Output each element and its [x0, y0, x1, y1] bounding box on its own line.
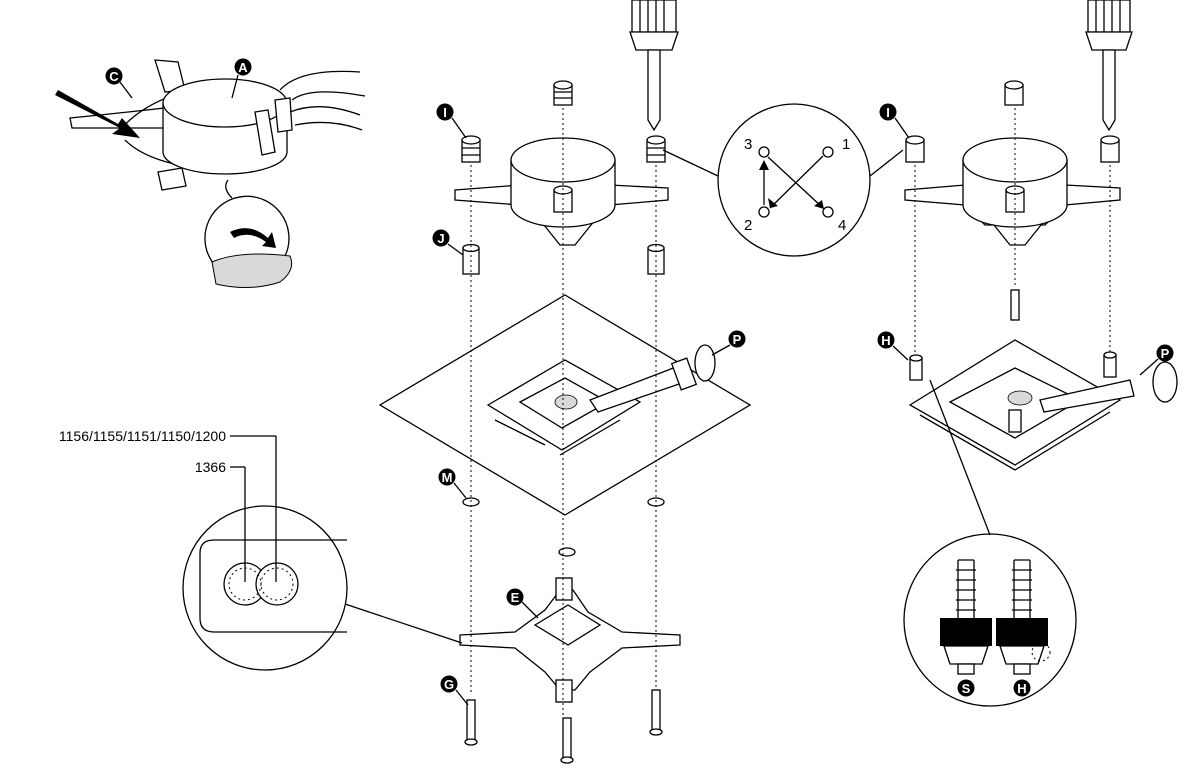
svg-text:P: P	[733, 332, 742, 347]
svg-text:S: S	[962, 681, 971, 696]
order-number-3: 3	[744, 136, 752, 153]
screw-s-detail	[940, 559, 992, 675]
label-m: M	[438, 468, 467, 499]
svg-text:J: J	[437, 231, 444, 246]
order-number-2: 2	[744, 217, 752, 234]
bolt-mid	[560, 717, 574, 764]
svg-text:I: I	[886, 105, 890, 120]
standoff-right-right	[1103, 351, 1117, 378]
center-assembly	[378, 0, 752, 764]
thermal-paste-syringe-right	[1039, 361, 1178, 413]
standoff-right-bottom	[1008, 409, 1022, 433]
pump-block-center	[454, 137, 669, 246]
svg-text:I: I	[443, 105, 447, 120]
standoff-right-left	[909, 354, 923, 381]
mounting-hole-detail	[182, 435, 463, 671]
label-h-top: H	[877, 331, 909, 361]
thumbscrew-top-mid	[553, 80, 573, 106]
pump-film-removal-illustration	[55, 59, 366, 289]
thumbscrew-right-right	[1100, 135, 1120, 163]
screwdriver-center	[629, 0, 679, 132]
svg-text:E: E	[511, 590, 520, 605]
svg-text:C: C	[109, 69, 119, 84]
svg-text:H: H	[1017, 681, 1026, 696]
tightening-order-detail	[662, 103, 904, 257]
standoff-right	[647, 243, 665, 275]
svg-text:H: H	[881, 333, 890, 348]
order-number-1: 1	[842, 136, 850, 153]
thermal-paste-syringe-center	[589, 344, 716, 413]
label-h-detail: H	[1013, 679, 1031, 697]
backplate	[459, 577, 681, 703]
standoff-left	[462, 243, 480, 275]
svg-text:G: G	[444, 677, 454, 692]
thumbscrew-top-right	[646, 135, 666, 163]
thumbscrew-right-mid	[1004, 80, 1024, 106]
caption-sockets-main: 1156/1155/1151/1150/1200	[59, 428, 226, 444]
bolt-right	[649, 689, 663, 736]
svg-text:P: P	[1161, 346, 1170, 361]
stud-right-mid	[1010, 289, 1020, 321]
label-a: A	[231, 58, 252, 99]
thumbscrew-top-left	[461, 135, 481, 163]
label-j: J	[432, 229, 464, 256]
label-s-detail: S	[957, 679, 975, 697]
washer-mid	[558, 547, 576, 557]
socket-2011	[908, 339, 1122, 471]
label-c: C	[105, 67, 133, 99]
pump-block-right	[904, 137, 1121, 246]
svg-text:A: A	[238, 60, 248, 75]
label-p-left: P	[711, 330, 746, 356]
svg-text:M: M	[442, 470, 453, 485]
caption-socket-1366: 1366	[195, 459, 226, 475]
bolt-left	[464, 699, 478, 746]
screwdriver-right	[1085, 0, 1133, 132]
right-assembly	[904, 0, 1178, 471]
thumbscrew-right-left	[905, 135, 925, 163]
label-i-right: I	[879, 103, 910, 139]
screw-type-detail	[903, 379, 1077, 707]
order-number-4: 4	[838, 217, 846, 234]
cpu-socket	[486, 359, 642, 456]
label-g: G	[440, 675, 469, 706]
screw-h-detail	[996, 559, 1051, 675]
label-i-left: I	[436, 103, 467, 139]
label-p-right: P	[1139, 344, 1174, 376]
label-e: E	[506, 588, 539, 619]
